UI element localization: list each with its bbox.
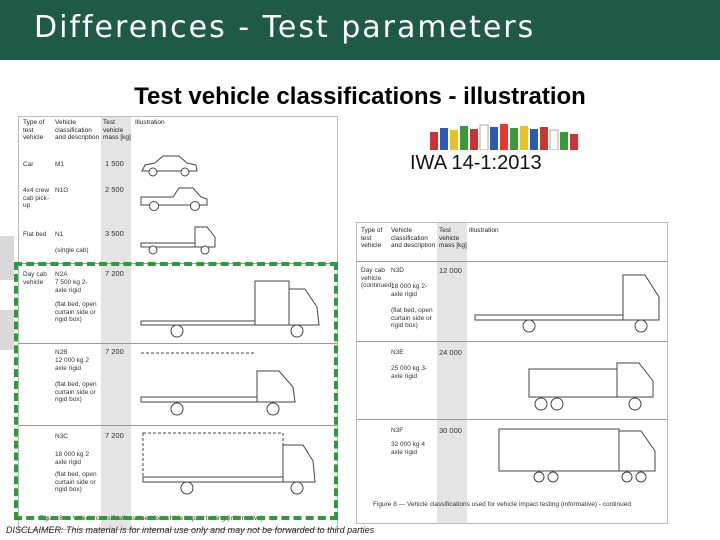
row-note: (flat bed, open curtain side or rigid bo… xyxy=(55,301,97,323)
row-class: N1 xyxy=(55,231,64,238)
row-divider xyxy=(357,261,667,262)
row-type: Day cab vehicle xyxy=(23,271,47,286)
row-type: 4x4 crew cab pick-up xyxy=(23,187,50,209)
mass-column-shading xyxy=(437,223,467,523)
standard-badge-background xyxy=(402,150,582,184)
pickup-illustration xyxy=(140,187,208,211)
row-mass: 7 200 xyxy=(105,347,124,356)
row-class: M1 xyxy=(55,161,65,168)
figure-caption: Figure 8 — Vehicle classifications used … xyxy=(373,501,631,508)
row-note: (flat bed, open curtain side or rigid bo… xyxy=(55,381,97,403)
left-decoration xyxy=(0,236,14,280)
row-class: N3F xyxy=(391,427,404,434)
row-desc: 18 000 kg 2 axle rigid xyxy=(55,451,89,466)
row-class: N2A xyxy=(55,271,68,278)
row-desc: 25 000 kg 3-axle rigid xyxy=(391,365,428,380)
row-divider xyxy=(19,343,337,344)
row-note: (single cab) xyxy=(55,247,89,254)
n3d-truck-illustration xyxy=(474,274,660,333)
row-note: (flat bed, open curtain side or rigid bo… xyxy=(391,307,433,329)
row-mass: 1 500 xyxy=(105,159,124,168)
slide-subtitle: Test vehicle classifications - illustrat… xyxy=(134,83,586,110)
flags-graphic xyxy=(430,124,578,151)
row-type: Flat bed xyxy=(23,231,47,238)
row-divider xyxy=(357,341,667,342)
header-mass: Test vehicle mass [kg] xyxy=(103,119,131,141)
standard-badge: IWA 14-1:2013 xyxy=(410,152,542,174)
slide-title: Differences - Test parameters xyxy=(34,10,536,45)
n3c-truck-illustration xyxy=(142,432,316,495)
header-classification: Vehicle classification and description xyxy=(391,227,436,249)
header-type: Type of test vehicle xyxy=(361,227,383,249)
vehicle-classification-table-left: Type of test vehicle Vehicle classificat… xyxy=(18,116,338,530)
row-mass: 24 000 xyxy=(439,348,462,357)
header-mass: Test vehicle mass [kg] xyxy=(439,227,467,249)
row-class: N3D xyxy=(391,267,405,274)
n2b-truck-illustration xyxy=(140,352,296,416)
row-note: (flat bed, open curtain side or rigid bo… xyxy=(55,471,97,493)
row-divider xyxy=(19,425,337,426)
row-divider xyxy=(357,419,667,420)
row-mass: 7 200 xyxy=(105,269,124,278)
n2a-truck-illustration xyxy=(140,280,320,338)
row-type: Car xyxy=(23,161,34,168)
row-mass: 30 000 xyxy=(439,426,462,435)
row-class: N3C xyxy=(55,433,69,440)
row-desc: 32 000 kg 4 axle rigid xyxy=(391,441,425,456)
row-mass: 2 500 xyxy=(105,185,124,194)
row-desc: 18 000 kg 2-axle rigid xyxy=(391,283,428,298)
row-mass: 12 000 xyxy=(439,266,462,275)
title-banner: Differences - Test parameters xyxy=(0,0,720,60)
disclaimer: DISCLAIMER: This material is for interna… xyxy=(6,525,375,535)
header-classification: Vehicle classification and description xyxy=(55,119,100,141)
row-class: N2B xyxy=(55,349,68,356)
vehicle-classification-table-right: Type of test vehicle Vehicle classificat… xyxy=(356,222,668,524)
n3f-truck-illustration xyxy=(498,428,656,483)
header-type: Type of test vehicle xyxy=(23,119,45,141)
n3e-truck-illustration xyxy=(528,362,654,411)
car-illustration xyxy=(141,155,198,177)
row-mass: 3 500 xyxy=(105,229,124,238)
row-class: N1G xyxy=(55,187,69,194)
row-desc: 12 000 kg 2 axle rigid xyxy=(55,357,89,372)
left-decoration xyxy=(0,310,14,350)
highlight-frame xyxy=(14,262,338,520)
flatbed-illustration xyxy=(140,226,216,255)
header-illustration: Illustration xyxy=(469,227,499,234)
header-illustration: Illustration xyxy=(135,119,165,126)
row-type: Day cab vehicle (continued) xyxy=(361,267,394,289)
row-mass: 7 200 xyxy=(105,431,124,440)
row-desc: 7 500 kg 2-axle rigid xyxy=(55,279,88,294)
row-class: N3E xyxy=(391,349,404,356)
mass-column-shading xyxy=(101,117,131,529)
